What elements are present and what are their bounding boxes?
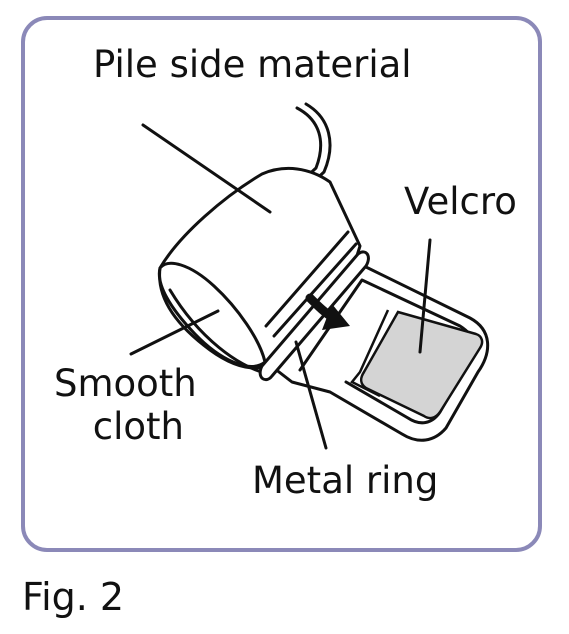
label-metal-ring: Metal ring	[252, 459, 439, 502]
label-smooth-cloth: Smooth cloth	[54, 362, 197, 448]
arrow-head-icon	[322, 304, 350, 330]
figure-caption: Fig. 2	[22, 575, 125, 619]
cuff-seam-2	[272, 242, 358, 338]
tube	[295, 106, 323, 182]
leader-metal	[294, 340, 328, 450]
label-pile-side: Pile side material	[93, 43, 412, 86]
label-smooth-line2: cloth	[92, 404, 184, 448]
label-velcro: Velcro	[404, 180, 517, 223]
cuff-liner	[168, 288, 264, 374]
leader-smooth	[129, 309, 220, 356]
velcro-pad	[350, 309, 484, 420]
leader-velcro	[418, 238, 432, 354]
cuff-seam	[264, 230, 350, 328]
metal-ring	[258, 250, 370, 382]
leader-pile	[141, 123, 272, 214]
label-smooth-line1: Smooth	[54, 362, 197, 405]
tube-inner	[304, 102, 332, 186]
cuff-strip	[268, 260, 490, 442]
